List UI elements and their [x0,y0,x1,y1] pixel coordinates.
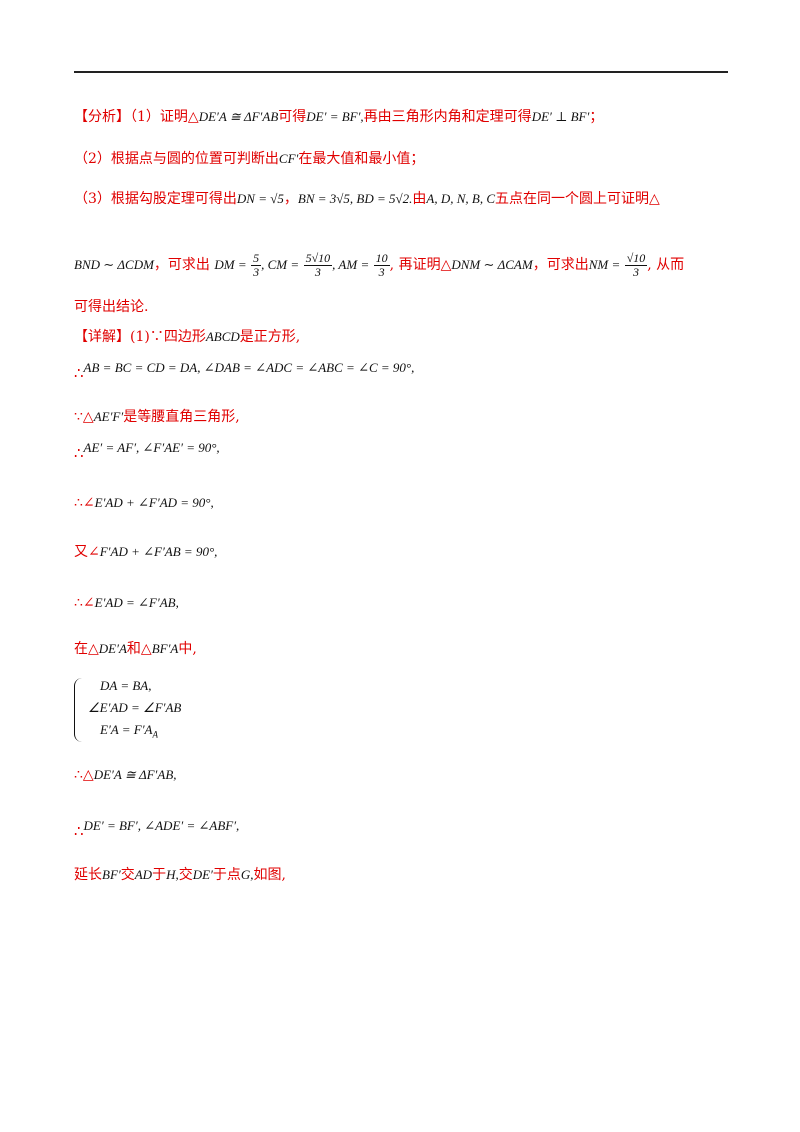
top-rule [74,71,728,73]
analysis-line-1: 【分析】（1）证明△DE′A ≅ ΔF′AB可得DE′ = BF′,再由三角形内… [74,109,604,125]
analysis-line-5: 可得出结论. [74,299,149,315]
detail-line-7: ∴∠E′AD = ∠F′AB, [74,595,179,611]
brace-icon [74,678,85,742]
detail-line-4: ∴AE′ = AF′, ∠F′AE′ = 90°, [74,440,220,462]
detail-line-10: ∴DE′ = BF′, ∠ADE′ = ∠ABF′, [74,818,240,840]
detail-line-5: ∴∠E′AD + ∠F′AD = 90°, [74,495,214,511]
analysis-line-3: （3）根据勾股定理可得出DN = √5，BN = 3√5, BD = 5√2.由… [74,191,660,207]
analysis-line-2: （2）根据点与圆的位置可判断出CF′在最大值和最小值； [74,151,425,167]
detail-line-6: 又∠F′AD + ∠F′AB = 90°, [74,544,218,560]
system-row-3: E′A = F′AA [100,722,158,740]
analysis-label: 【分析】 [74,109,130,125]
equation-system: DA = BA, ∠E′AD = ∠F′AB E′A = F′AA [74,678,274,744]
detail-line-3: ∵△AE′F′是等腰直角三角形, [74,409,240,425]
detail-line-11: 延长BF′交AD于H,交DE′于点G,如图, [74,867,286,883]
detail-line-1: 【详解】(1)∵四边形ABCD是正方形, [74,329,301,345]
detail-line-9: ∴△DE′A ≅ ΔF′AB, [74,767,177,783]
detail-line-8: 在△DE′A和△BF′A中, [74,641,197,657]
system-row-1: DA = BA, [100,678,152,693]
detail-line-2: ∴AB = BC = CD = DA, ∠DAB = ∠ADC = ∠ABC =… [74,360,415,382]
detail-label: 【详解】 [74,329,130,345]
system-row-2: ∠E′AD = ∠F′AB [88,700,182,715]
